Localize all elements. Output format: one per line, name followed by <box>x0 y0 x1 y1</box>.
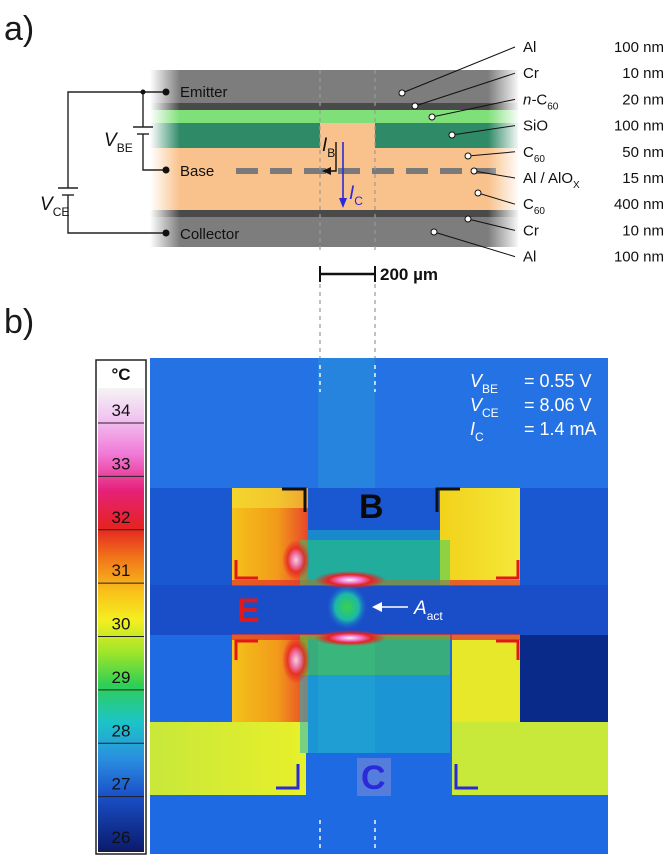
colorbar-tick-label: 32 <box>112 508 131 527</box>
condition-value: = 1.4 mA <box>524 419 597 439</box>
condition-value: = 0.55 V <box>524 371 592 391</box>
layer-cr-bottom <box>150 210 518 217</box>
layer-cr-top <box>150 103 518 110</box>
panel-a-label: a) <box>4 10 34 48</box>
colorbar-tick-label: 26 <box>112 828 131 847</box>
layer-name-label: Al <box>523 249 536 266</box>
layer-name-label: Cr <box>523 222 539 239</box>
layer-thickness-label: 10 nm <box>622 222 664 239</box>
layer-callout-line <box>451 125 516 136</box>
condition-symbol: IC <box>470 419 484 444</box>
label-base: B <box>359 488 384 526</box>
layer-thickness-label: 100 nm <box>614 118 664 135</box>
layer-thickness-label: 10 nm <box>622 65 664 82</box>
colorbar-tick-label: 30 <box>112 615 131 634</box>
layer-labels: Al 100 nm Cr 10 nm n-C60 20 nm SiO 100 nm C60 50 … <box>523 39 664 266</box>
operating-conditions: VBE = 0.55 V VCE = 8.06 V IC = 1.4 mA <box>470 371 597 444</box>
layer-callouts <box>398 46 516 258</box>
emitter-label: Emitter <box>180 84 228 101</box>
layer-stack <box>150 70 520 247</box>
colorbar: °C 34 33 32 31 30 29 28 27 26 <box>95 359 147 855</box>
layer-name-label: C60 <box>523 196 545 217</box>
layer-thickness-label: 50 nm <box>622 144 664 161</box>
colorbar-tick-label: 27 <box>112 775 131 794</box>
colorbar-tick-label: 34 <box>112 401 131 420</box>
layer-thickness-label: 100 nm <box>614 249 664 266</box>
label-emitter: E <box>237 592 260 630</box>
layer-callout-marker <box>448 131 456 139</box>
collector-current-arrow <box>339 142 347 208</box>
layer-callout-line <box>431 98 516 118</box>
condition-symbol: VCE <box>470 395 499 420</box>
layer-thickness-label: 100 nm <box>614 39 664 56</box>
colorbar-tick-label: 28 <box>112 721 131 740</box>
colorbar-tick-label: 31 <box>112 561 131 580</box>
layer-callout-line <box>414 72 516 107</box>
projection-lines <box>319 365 376 850</box>
layer-callout-marker <box>464 215 472 223</box>
active-area-label: Aact <box>413 598 443 623</box>
ib-label: IB <box>322 135 335 160</box>
label-collector: C <box>361 759 386 797</box>
layer-callout-marker <box>470 167 478 175</box>
colorbar-unit: °C <box>111 365 130 384</box>
panel-b-label: b) <box>4 303 34 341</box>
layer-callout-marker <box>428 113 436 121</box>
layer-name-label: n-C60 <box>523 91 559 112</box>
layer-callout-line <box>473 170 516 179</box>
layer-al-top <box>150 70 518 103</box>
layer-callout-marker <box>430 228 438 236</box>
layer-name-label: Cr <box>523 65 539 82</box>
layer-callout-line <box>401 46 516 94</box>
layer-n-c60 <box>150 110 518 123</box>
layer-al-bottom <box>150 217 518 247</box>
projection-lines-top <box>319 70 376 358</box>
collector-node <box>162 229 170 237</box>
base-node <box>162 166 170 174</box>
condition-symbol: VBE <box>470 371 498 396</box>
base-label: Base <box>180 163 214 180</box>
layer-callout-line <box>477 192 516 205</box>
layer-callout-line <box>467 151 516 157</box>
layer-name-label: SiO <box>523 118 548 135</box>
layer-callout-line <box>433 231 516 258</box>
vbe-label: VBE <box>104 130 133 155</box>
circuit-wires <box>58 91 166 234</box>
layer-callout-marker <box>411 102 419 110</box>
layer-callout-line <box>467 218 516 231</box>
layer-thickness-label: 400 nm <box>614 196 664 213</box>
colorbar-tick-label: 33 <box>112 454 131 473</box>
base-current-arrow <box>322 142 337 175</box>
contact-brackets <box>234 487 520 790</box>
layer-name-label: Al <box>523 39 536 56</box>
collector-label: Collector <box>180 226 239 243</box>
vce-label: VCE <box>40 194 69 219</box>
active-area-arrow <box>372 602 408 612</box>
layer-thickness-label: 15 nm <box>622 170 664 187</box>
layer-thickness-label: 20 nm <box>622 91 664 108</box>
ic-label: IC <box>349 183 363 208</box>
layer-name-label: Al / AlOX <box>523 170 580 191</box>
layer-callout-marker <box>474 189 482 197</box>
emitter-node <box>162 88 170 96</box>
layer-callout-marker <box>464 152 472 160</box>
condition-value: = 8.06 V <box>524 395 592 415</box>
collector-label-box <box>357 758 391 796</box>
layer-c60-opening <box>320 123 375 148</box>
layer-c60-bulk <box>150 148 518 210</box>
scale-bar-label: 200 µm <box>380 265 438 284</box>
colorbar-tick-label: 29 <box>112 668 131 687</box>
colorbar-ticks: 34 33 32 31 30 29 28 27 26 <box>98 401 144 851</box>
layer-callout-marker <box>398 89 406 97</box>
layer-name-label: C60 <box>523 144 545 165</box>
scale-bar <box>319 266 376 282</box>
